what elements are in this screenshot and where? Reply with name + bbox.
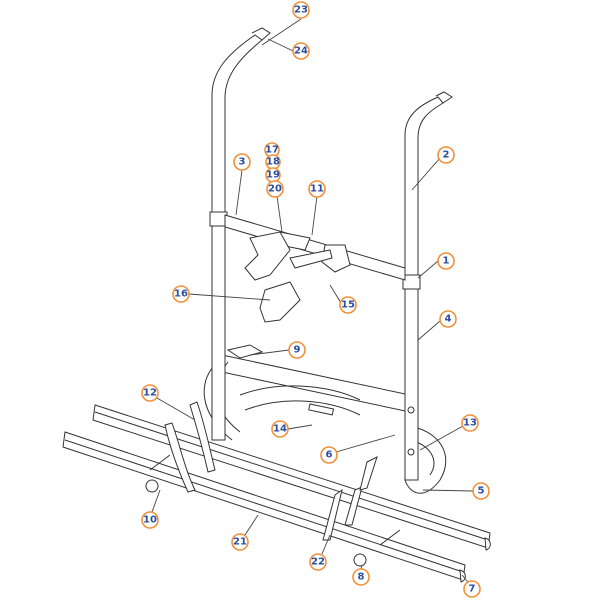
wheel-straps bbox=[164, 401, 378, 541]
callouts: 23 24 17 18 19 20 3 11 2 1 16 15 4 9 12 … bbox=[141, 1, 490, 598]
svg-text:10: 10 bbox=[143, 515, 157, 526]
svg-text:7: 7 bbox=[469, 584, 476, 595]
svg-text:18: 18 bbox=[266, 157, 280, 168]
svg-text:23: 23 bbox=[294, 5, 308, 16]
callout-18: 18 bbox=[265, 154, 281, 170]
callout-8: 8 bbox=[352, 568, 370, 586]
callout-22: 22 bbox=[309, 553, 327, 571]
svg-text:12: 12 bbox=[143, 388, 157, 399]
svg-text:8: 8 bbox=[358, 572, 365, 583]
svg-text:2: 2 bbox=[443, 150, 450, 161]
wheel-rails bbox=[62, 404, 491, 583]
svg-text:16: 16 bbox=[174, 289, 188, 300]
svg-text:15: 15 bbox=[341, 300, 355, 311]
svg-text:13: 13 bbox=[463, 418, 477, 429]
svg-text:24: 24 bbox=[294, 46, 308, 57]
callout-15: 15 bbox=[339, 296, 357, 314]
right-upright bbox=[402, 91, 453, 481]
svg-text:11: 11 bbox=[310, 184, 324, 195]
callout-5: 5 bbox=[472, 482, 490, 500]
callout-12: 12 bbox=[141, 384, 159, 402]
callout-19: 19 bbox=[265, 167, 281, 183]
callout-9: 9 bbox=[288, 341, 306, 359]
leader-lines bbox=[151, 18, 474, 583]
callout-10: 10 bbox=[141, 511, 159, 529]
svg-text:17: 17 bbox=[265, 145, 279, 156]
svg-text:9: 9 bbox=[294, 345, 301, 356]
svg-text:1: 1 bbox=[443, 256, 450, 267]
svg-text:3: 3 bbox=[239, 157, 246, 168]
callout-7: 7 bbox=[463, 580, 481, 598]
callout-24: 24 bbox=[292, 42, 310, 60]
svg-text:4: 4 bbox=[445, 314, 452, 325]
callout-3: 3 bbox=[233, 153, 251, 171]
left-upright bbox=[209, 27, 271, 441]
callout-14: 14 bbox=[271, 420, 289, 438]
callout-2: 2 bbox=[437, 146, 455, 164]
callout-16: 16 bbox=[172, 285, 190, 303]
svg-text:6: 6 bbox=[326, 450, 333, 461]
svg-text:19: 19 bbox=[266, 170, 280, 181]
callout-4: 4 bbox=[439, 310, 457, 328]
callout-11: 11 bbox=[308, 180, 326, 198]
frame-holders bbox=[244, 231, 351, 323]
callout-23: 23 bbox=[292, 1, 310, 19]
svg-text:20: 20 bbox=[268, 184, 282, 195]
callout-13: 13 bbox=[461, 414, 479, 432]
callout-6: 6 bbox=[320, 446, 338, 464]
callout-1: 1 bbox=[437, 252, 455, 270]
svg-text:22: 22 bbox=[311, 557, 325, 568]
svg-text:14: 14 bbox=[273, 424, 287, 435]
svg-text:21: 21 bbox=[233, 537, 247, 548]
svg-text:5: 5 bbox=[478, 486, 485, 497]
callout-21: 21 bbox=[231, 533, 249, 551]
callout-20: 20 bbox=[266, 180, 284, 198]
